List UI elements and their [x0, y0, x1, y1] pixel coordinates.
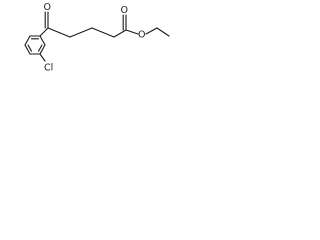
ring-bond: [39, 35, 46, 46]
ethyl-bond: [156, 27, 170, 37]
chlorine-label: Cl: [44, 63, 53, 74]
ester-carbon-bond: [113, 29, 127, 38]
ring-double-bond: [27, 44, 33, 52]
ester-single-bond: [125, 29, 139, 35]
ring-bond: [24, 44, 31, 55]
benzene-ring: [24, 35, 46, 55]
ethyl-bond: [145, 27, 158, 35]
ring-double-bond: [37, 44, 43, 52]
ring-bond: [24, 35, 31, 46]
chain-bond: [47, 27, 71, 38]
ring-to-carbonyl-bond: [39, 27, 49, 37]
ring-bond: [39, 44, 46, 55]
structure-canvas: O O O Cl: [0, 0, 174, 75]
chain-bond: [91, 27, 115, 38]
carbonyl-oxygen-label: O: [44, 2, 51, 13]
ester-carbonyl-oxygen-label: O: [121, 5, 128, 16]
ester-ether-oxygen-label: O: [138, 30, 145, 41]
chain-bond: [69, 27, 93, 38]
ring-to-chloro-bond: [39, 53, 46, 62]
molecule-drawing: O O O Cl: [24, 2, 170, 74]
